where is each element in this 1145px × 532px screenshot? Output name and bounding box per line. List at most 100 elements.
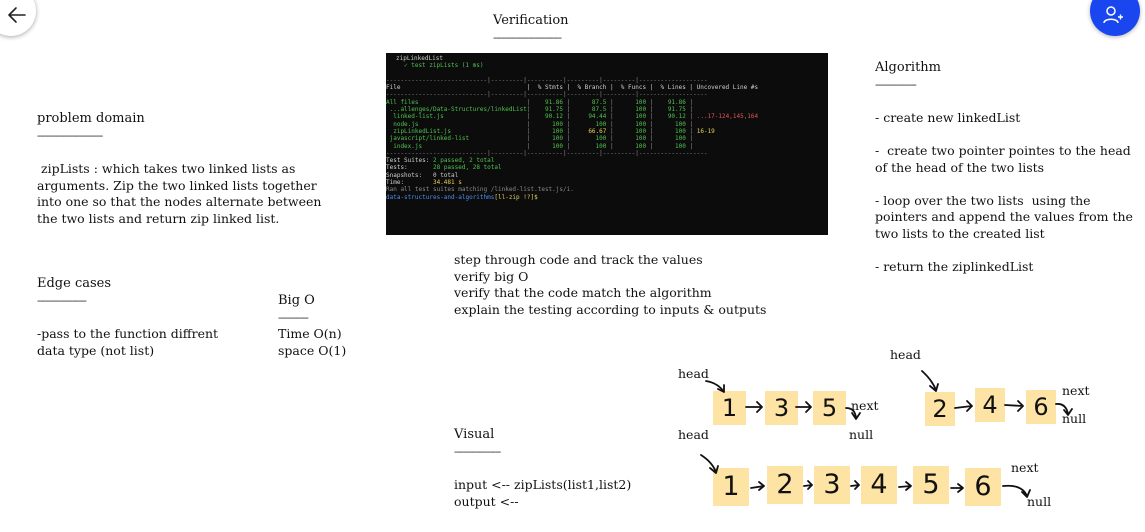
coverage-funcs: 100 — [617, 113, 647, 121]
coverage-file: index.js — [386, 142, 527, 150]
merged-node: 2 — [767, 466, 803, 504]
coverage-sep: | — [563, 142, 574, 150]
add-person-icon — [1102, 4, 1124, 30]
coverage-sep: | — [563, 120, 574, 128]
verification-underline: ------------------------- — [493, 31, 562, 44]
coverage-funcs: 100 — [617, 106, 647, 114]
coverage-uncovered: ...17-124,145,164 — [696, 113, 759, 121]
coverage-branch: 66.67 — [573, 127, 607, 135]
coverage-sep: | — [646, 98, 657, 106]
coverage-branch: 94.44 — [573, 113, 607, 121]
visual-title: Visual — [454, 427, 495, 442]
coverage-sep: | — [563, 135, 574, 143]
coverage-row: All files | 91.86 | 87.5 | 100 | 91.86 | — [386, 99, 828, 106]
coverage-funcs: 100 — [617, 98, 647, 106]
next-null-arrow-icon — [1055, 403, 1073, 416]
merged-node: 4 — [861, 466, 897, 504]
coverage-file: zipLinkedList.js — [386, 127, 527, 135]
visual-input: input <-- zipLists(list1,list2) — [454, 477, 632, 492]
coverage-sep: | — [606, 135, 618, 143]
coverage-sep: | — [646, 135, 657, 143]
next-label: next — [1011, 460, 1039, 475]
coverage-sep: | — [606, 106, 618, 114]
suites-value: 2 passed, 2 total — [432, 157, 495, 165]
test-result: ✓ test zipLists (1 ms) — [404, 62, 484, 70]
merged-node: 3 — [814, 466, 850, 504]
coverage-row: zipLinkedList.js | 100 | 66.67 | 100 | 1… — [386, 128, 828, 135]
coverage-sep: | — [563, 98, 574, 106]
coverage-funcs: 100 — [617, 127, 647, 135]
back-button[interactable] — [0, 0, 36, 36]
coverage-sep: | — [685, 142, 697, 150]
coverage-sep: | — [526, 135, 535, 143]
edge-cases-underline: ------------------ — [37, 294, 87, 307]
coverage-sep: | — [685, 113, 697, 121]
coverage-stmts: 91.75 — [534, 106, 564, 114]
verification-title: Verification — [493, 13, 569, 28]
link-arrow-icon — [954, 400, 973, 412]
snapshots-value: 0 total — [432, 171, 459, 179]
coverage-stmts: 90.12 — [534, 113, 564, 121]
null-label: null — [1027, 494, 1052, 509]
coverage-table: All files | 91.86 | 87.5 | 100 | 91.86 |… — [386, 99, 828, 150]
list1-node: 1 — [713, 391, 746, 425]
time-label: Time: — [386, 179, 405, 187]
big-o-title: Big O — [278, 293, 315, 308]
coverage-sep: | — [646, 113, 657, 121]
coverage-sep: | — [526, 98, 535, 106]
arrow-left-icon — [6, 4, 28, 30]
coverage-sep: | — [526, 142, 535, 150]
edge-cases-text: -pass to the function diffrent data type… — [37, 326, 219, 358]
list2-node: 2 — [925, 392, 955, 426]
next-label: next — [1062, 383, 1090, 398]
time-value: 34.481 s — [432, 179, 462, 187]
big-o-text: Time O(n) space O(1) — [278, 326, 347, 358]
merged-node: 5 — [913, 466, 949, 504]
coverage-row: index.js | 100 | 100 | 100 | 100 | — [386, 143, 828, 150]
coverage-sep: | — [606, 142, 618, 150]
coverage-file: node.js — [386, 120, 527, 128]
problem-domain-underline: ------------------------ — [37, 129, 103, 142]
coverage-branch: 100 — [573, 135, 607, 143]
algorithm-title: Algorithm — [875, 60, 941, 75]
verification-notes: step through code and track the values v… — [454, 252, 767, 317]
visual-output: output <-- — [454, 494, 519, 509]
coverage-sep: | — [563, 106, 574, 114]
ran-message: Ran all test suites matching /linked-lis… — [386, 186, 574, 194]
coverage-sep: | — [685, 98, 697, 106]
link-arrow-icon — [850, 480, 860, 490]
coverage-stmts: 100 — [534, 127, 564, 135]
coverage-file: ...allenges/Data-Structures/linkedList — [386, 106, 527, 114]
head-label: head — [678, 366, 709, 381]
tests-label: Tests: — [386, 164, 408, 172]
test-output-screenshot: zipLinkedList ✓ test zipLists (1 ms) ---… — [386, 53, 828, 235]
coverage-file: linked-list.js — [386, 113, 527, 121]
coverage-sep: | — [646, 120, 657, 128]
coverage-lines: 100 — [656, 142, 686, 150]
coverage-sep: | — [646, 142, 657, 150]
coverage-sep: | — [526, 120, 535, 128]
link-arrow-icon — [795, 401, 812, 413]
problem-domain-title: problem domain — [37, 111, 145, 126]
coverage-sep: | — [606, 113, 618, 121]
coverage-sep: | — [685, 127, 697, 135]
coverage-file: All files — [386, 98, 527, 106]
coverage-sep: | — [685, 120, 697, 128]
algorithm-steps: - create new linkedList - create two poi… — [875, 110, 1133, 274]
suites-label: Test Suites: — [386, 157, 430, 165]
coverage-lines: 91.86 — [656, 98, 686, 106]
null-label: null — [849, 427, 874, 442]
snapshots-label: Snapshots: — [386, 171, 423, 179]
prompt-dir: data-structures-and-algorithms — [386, 193, 495, 201]
coverage-funcs: 100 — [617, 142, 647, 150]
coverage-sep: | — [606, 127, 618, 135]
coverage-sep: | — [685, 106, 697, 114]
coverage-stmts: 100 — [534, 142, 564, 150]
visual-underline: ----------------- — [454, 445, 501, 458]
suite-name: zipLinkedList — [396, 55, 443, 62]
coverage-lines: 100 — [656, 127, 686, 135]
coverage-sep: | — [526, 113, 535, 121]
coverage-stmts: 100 — [534, 120, 564, 128]
problem-domain-text: zipLists : which takes two linked lists … — [37, 161, 322, 226]
